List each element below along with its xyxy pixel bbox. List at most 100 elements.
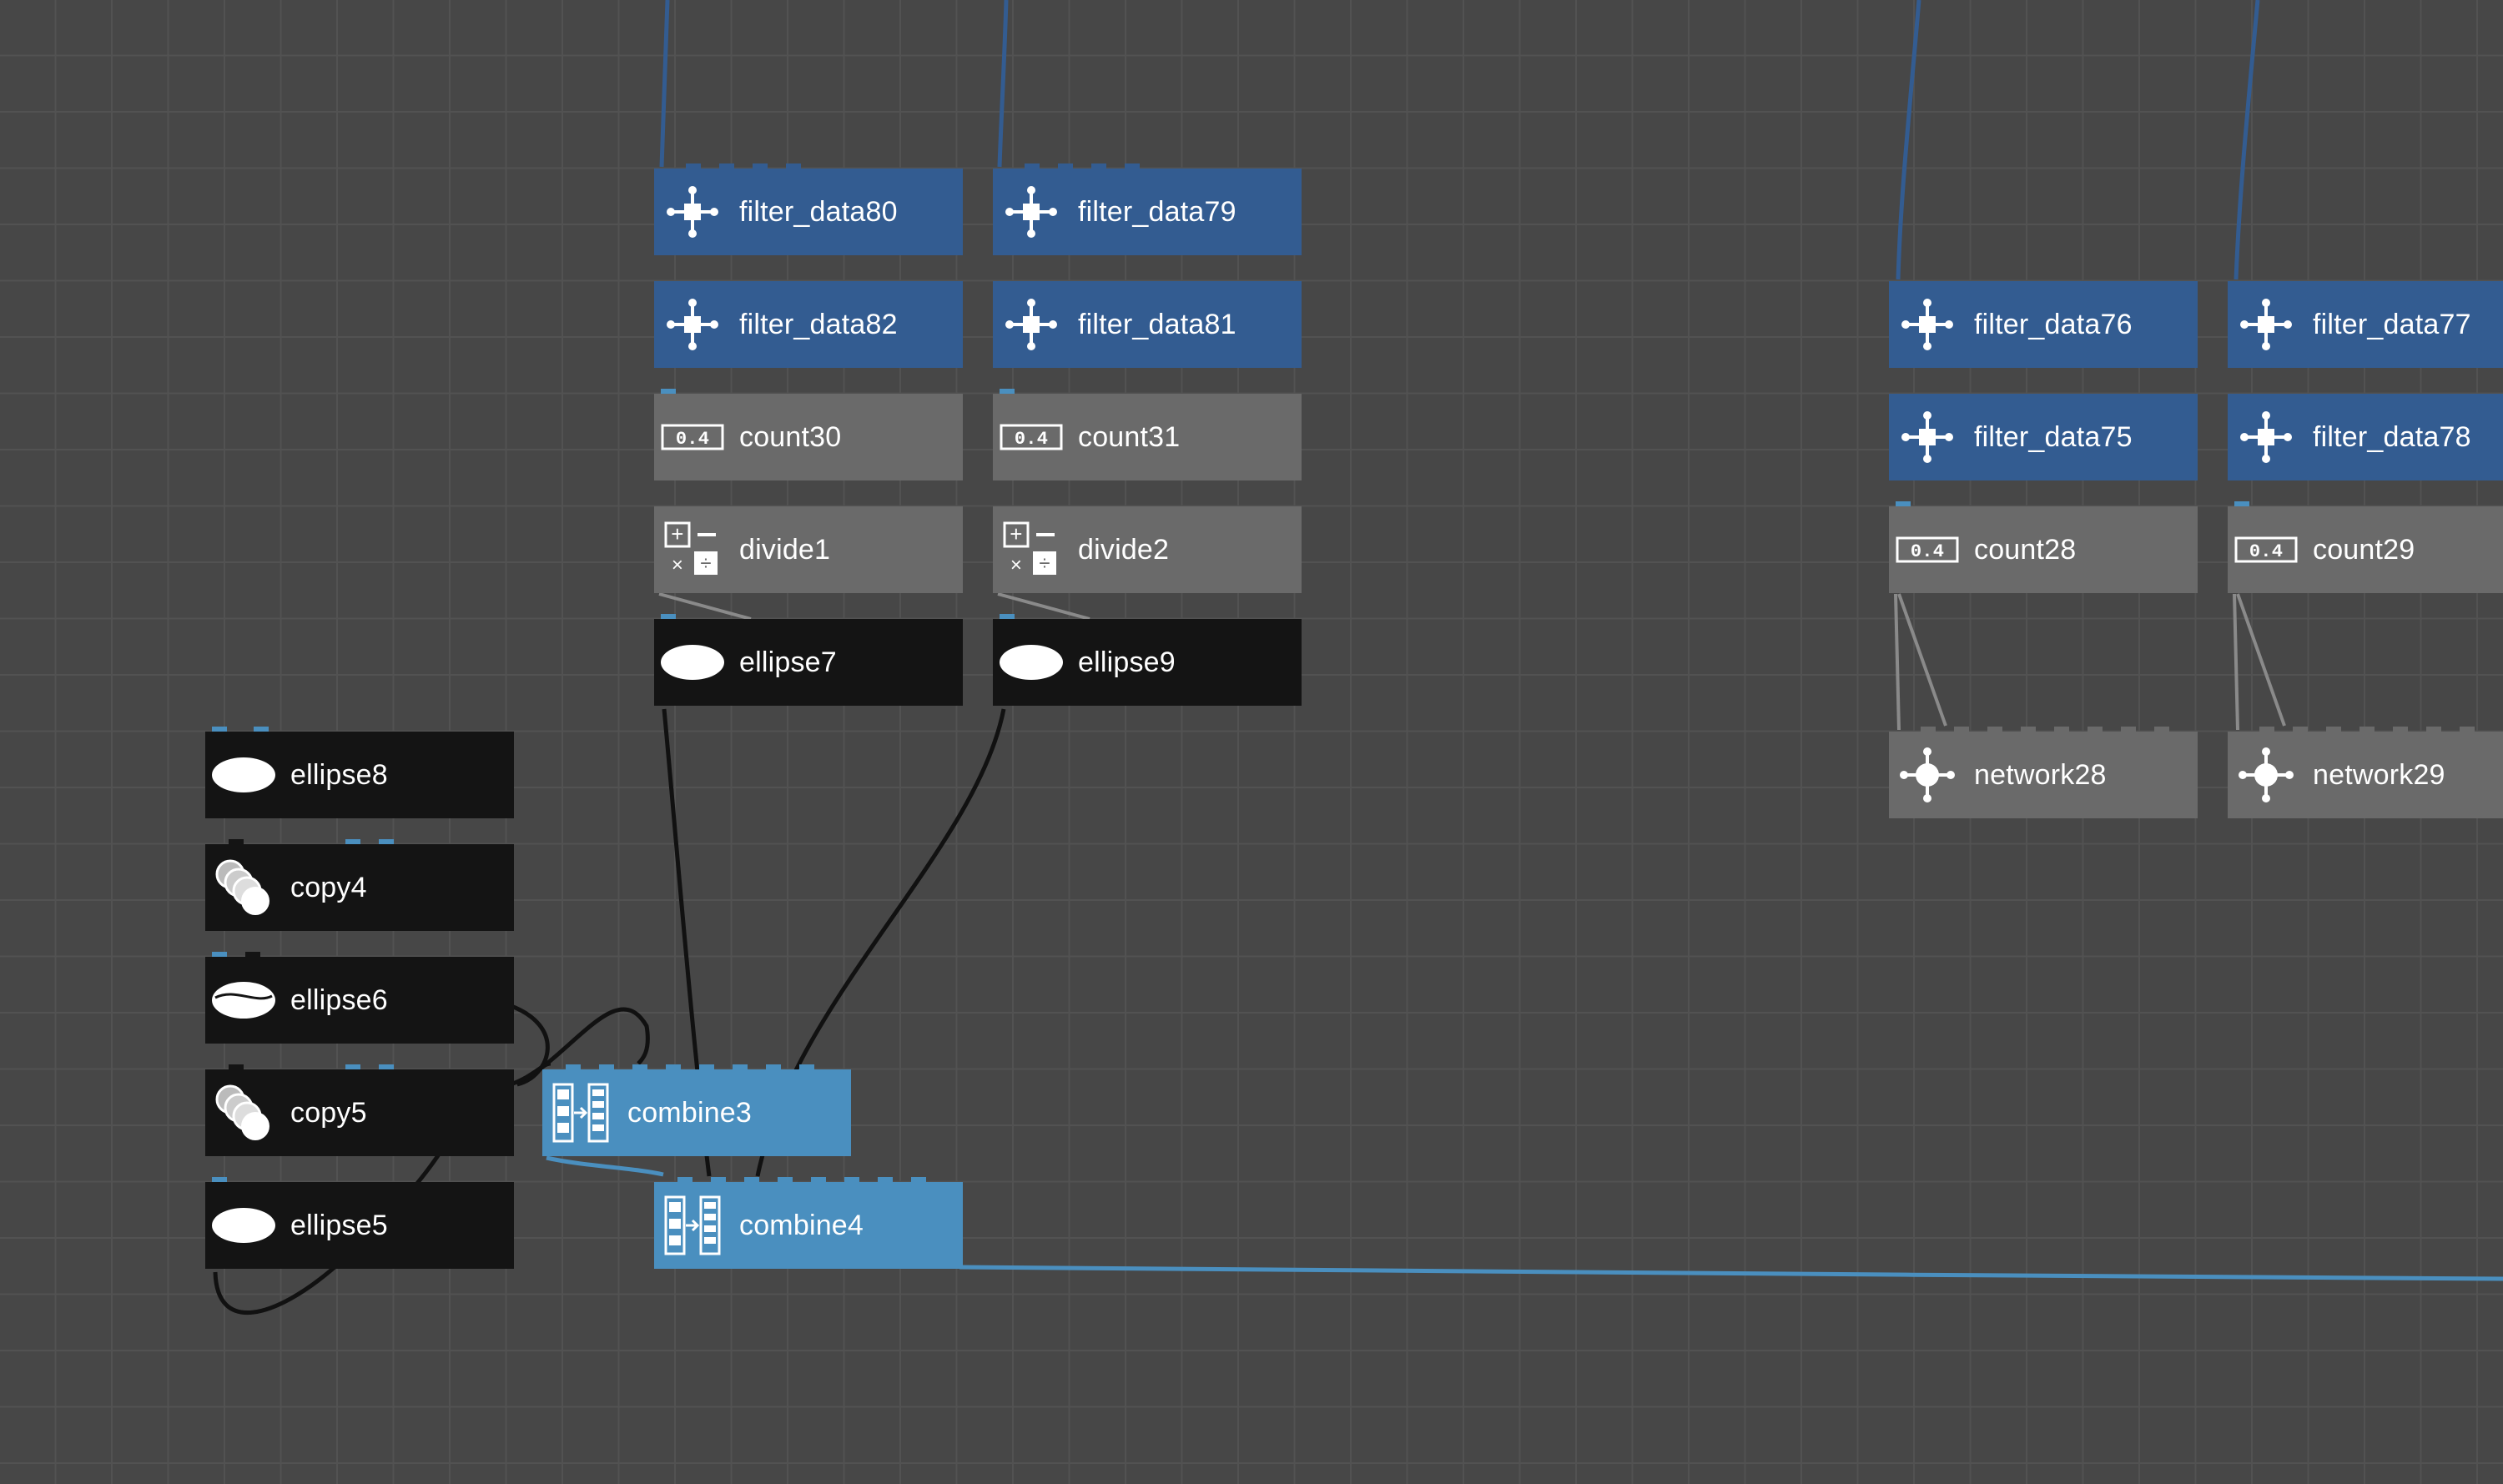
node-combine4[interactable]: combine4 — [654, 1177, 963, 1269]
svg-text:0.4: 0.4 — [676, 429, 709, 450]
node-copy4[interactable]: copy4 — [205, 839, 514, 931]
wire-count29-network29b — [2236, 593, 2286, 727]
node-label: network29 — [2313, 758, 2445, 791]
svg-text:÷: ÷ — [700, 552, 711, 575]
node-count30[interactable]: 0.4 count30 — [654, 389, 963, 480]
node-network28[interactable]: network28 — [1889, 727, 2198, 818]
wire-filter80-in — [659, 0, 670, 168]
ellipse-icon — [654, 619, 731, 706]
filter-data-icon — [2228, 281, 2304, 368]
wire-combine4-out — [959, 1265, 2503, 1281]
svg-text:0.4: 0.4 — [1015, 429, 1048, 450]
wire-count28-network28b — [1897, 593, 1947, 727]
count-icon: 0.4 — [1889, 506, 1966, 593]
count-icon: 0.4 — [993, 394, 1070, 480]
node-ports — [2234, 727, 2475, 732]
node-label: count29 — [2313, 533, 2415, 566]
node-label: filter_data76 — [1974, 308, 2133, 340]
network-icon — [2228, 732, 2304, 818]
wire-filter77-in — [2234, 0, 2260, 280]
wire-count28-network28 — [1894, 593, 1901, 731]
node-ports — [1000, 163, 1166, 169]
node-ellipse6[interactable]: ellipse6 — [205, 952, 514, 1044]
node-ellipse5[interactable]: ellipse5 — [205, 1177, 514, 1269]
combine-icon — [654, 1182, 731, 1269]
node-label: count28 — [1974, 533, 2077, 566]
ellipse-icon — [205, 1182, 282, 1269]
network-icon — [1889, 732, 1966, 818]
copy-stack-icon — [205, 844, 282, 931]
wire-ellipse6-combine3 — [508, 1003, 650, 1087]
node-ellipse9[interactable]: ellipse9 — [993, 614, 1302, 706]
node-label: ellipse8 — [290, 758, 388, 791]
copy-stack-icon — [205, 1069, 282, 1156]
node-filter-data79[interactable]: filter_data79 — [993, 163, 1302, 255]
svg-text:0.4: 0.4 — [1911, 541, 1944, 562]
node-count31[interactable]: 0.4 count31 — [993, 389, 1302, 480]
filter-data-icon — [993, 281, 1070, 368]
node-label: filter_data79 — [1078, 195, 1236, 228]
node-ports — [549, 1064, 814, 1069]
node-filter-data82[interactable]: filter_data82 — [654, 281, 963, 368]
node-label: count31 — [1078, 420, 1181, 453]
node-ports — [212, 839, 394, 844]
node-label: ellipse5 — [290, 1209, 388, 1241]
node-label: filter_data81 — [1078, 308, 1236, 340]
node-ports — [1896, 501, 2062, 506]
svg-text:×: × — [672, 554, 683, 576]
node-label: combine4 — [739, 1209, 864, 1241]
wire-copy5-combine3 — [510, 1061, 551, 1087]
node-label: count30 — [739, 420, 842, 453]
node-combine3[interactable]: combine3 — [542, 1064, 851, 1156]
node-count28[interactable]: 0.4 count28 — [1889, 501, 2198, 593]
node-filter-data75[interactable]: filter_data75 — [1889, 394, 2198, 480]
node-ports — [1896, 727, 2169, 732]
node-label: filter_data78 — [2313, 420, 2471, 453]
node-ports — [2234, 501, 2401, 506]
node-ports — [1000, 389, 1166, 394]
node-copy5[interactable]: copy5 — [205, 1064, 514, 1156]
node-filter-data80[interactable]: filter_data80 — [654, 163, 963, 255]
node-label: ellipse7 — [739, 646, 837, 678]
count-icon: 0.4 — [654, 394, 731, 480]
count-icon: 0.4 — [2228, 506, 2304, 593]
node-label: filter_data75 — [1974, 420, 2133, 453]
node-divide2[interactable]: +×÷ divide2 — [993, 506, 1302, 593]
node-label: divide1 — [739, 533, 831, 566]
node-filter-data81[interactable]: filter_data81 — [993, 281, 1302, 368]
node-ports — [661, 1177, 926, 1182]
node-ports — [212, 952, 379, 957]
node-filter-data76[interactable]: filter_data76 — [1889, 281, 2198, 368]
node-filter-data78[interactable]: filter_data78 — [2228, 394, 2503, 480]
node-count29[interactable]: 0.4 count29 — [2228, 501, 2503, 593]
node-label: copy5 — [290, 1096, 367, 1129]
wire-combine3-combine4 — [546, 1155, 664, 1177]
filter-data-icon — [1889, 281, 1966, 368]
node-ellipse7[interactable]: ellipse7 — [654, 614, 963, 706]
wire-filter76-in — [1896, 0, 1921, 280]
node-filter-data77[interactable]: filter_data77 — [2228, 281, 2503, 368]
node-label: combine3 — [627, 1096, 753, 1129]
svg-text:×: × — [1010, 554, 1022, 576]
calculator-icon: +×÷ — [654, 506, 731, 593]
node-label: filter_data77 — [2313, 308, 2471, 340]
wire-count29-network29 — [2233, 593, 2239, 731]
node-divide1[interactable]: +×÷ divide1 — [654, 506, 963, 593]
node-ports — [661, 163, 828, 169]
node-ports — [1000, 614, 1166, 619]
ellipse-icon — [205, 957, 282, 1044]
svg-text:0.4: 0.4 — [2249, 541, 2283, 562]
node-label: copy4 — [290, 871, 367, 903]
wire-divide2-ellipse9 — [997, 592, 1090, 621]
node-label: network28 — [1974, 758, 2107, 791]
node-network29[interactable]: network29 — [2228, 727, 2503, 818]
wire-filter79-in — [997, 0, 1009, 168]
node-label: ellipse6 — [290, 983, 388, 1016]
node-ellipse8[interactable]: ellipse8 — [205, 727, 514, 818]
node-label: divide2 — [1078, 533, 1170, 566]
node-ports — [212, 727, 379, 732]
ellipse-icon — [205, 732, 282, 818]
filter-data-icon — [654, 281, 731, 368]
